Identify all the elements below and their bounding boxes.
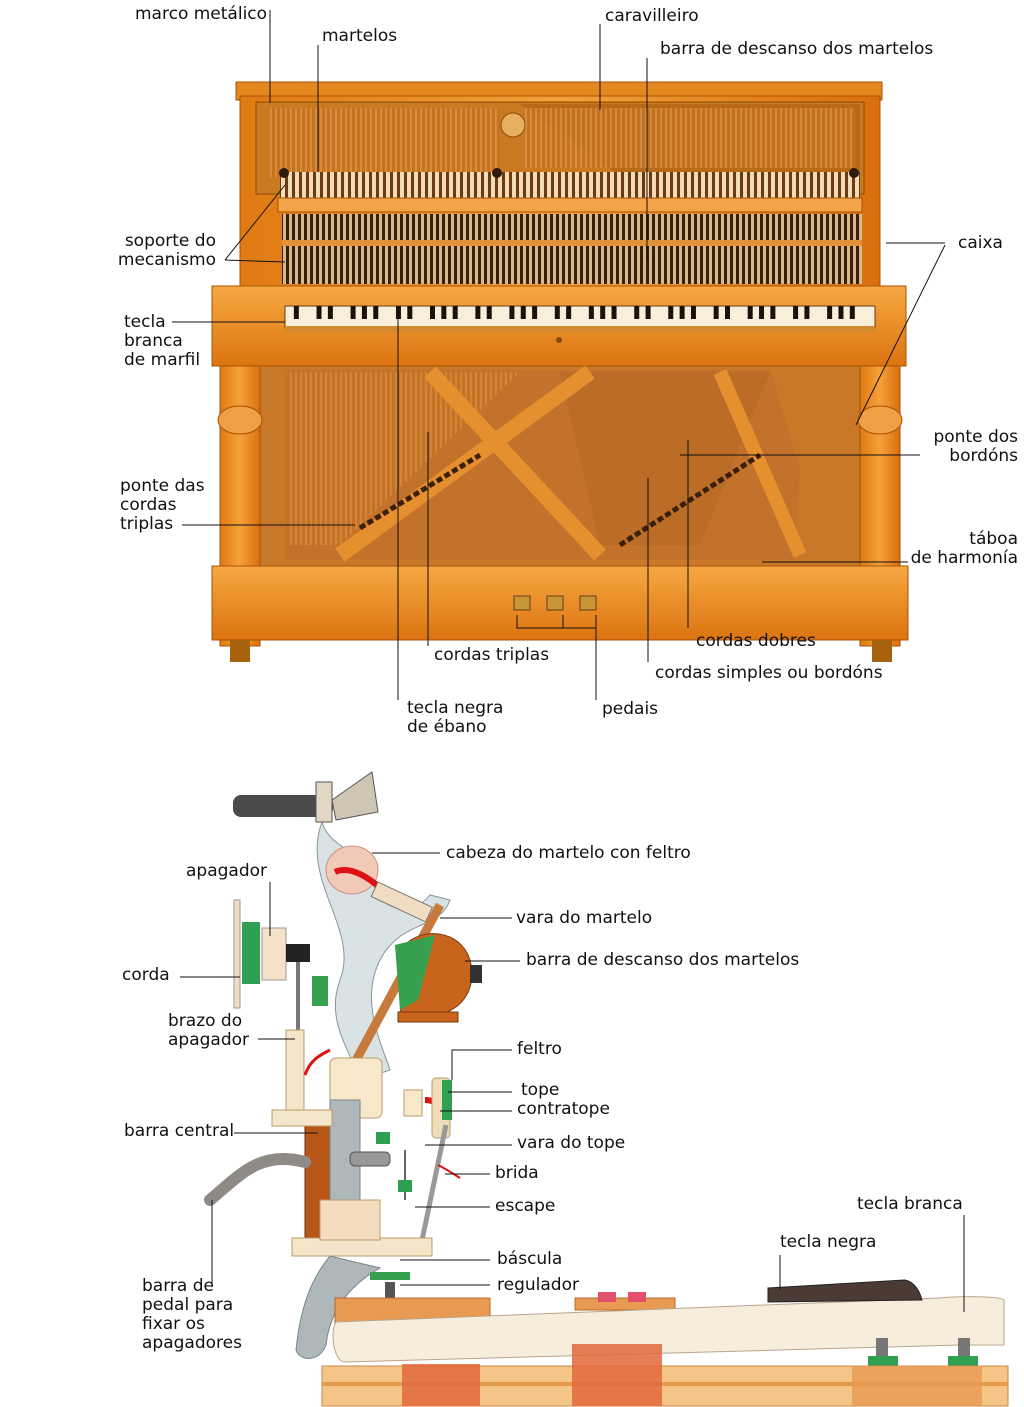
label-ponte-bordons-l2: bordóns: [949, 446, 1018, 466]
label-apagador: apagador: [186, 861, 268, 881]
treble-bridge: [358, 452, 482, 531]
hammer-rest-rail: [277, 197, 863, 213]
label-vara-tope: vara do tope: [517, 1133, 626, 1153]
label-cordas-dobres: cordas dobres: [696, 631, 816, 651]
label-tecla-negra-mech: tecla negra: [780, 1232, 877, 1252]
label-ponte-triplas-l1: ponte das: [120, 476, 205, 496]
key-lever: [332, 1296, 1005, 1363]
pedals: [513, 595, 597, 611]
label-soporte-l2: mecanismo: [117, 250, 216, 270]
label-pedal-l4: apagadores: [142, 1333, 242, 1353]
label-tecla-negra-l2: de ébano: [407, 717, 487, 737]
label-cordas-triplas: cordas triplas: [434, 645, 550, 665]
label-vara-martelo: vara do martelo: [516, 908, 653, 928]
label-taboa-l2: de harmonía: [910, 548, 1018, 568]
label-soporte-l1: soporte do: [124, 231, 216, 251]
label-barra-descanso-top: barra de descanso dos martelos: [660, 39, 934, 59]
label-barra-descanso-mech: barra de descanso dos martelos: [526, 950, 800, 970]
label-tecla-branca-l1: tecla: [124, 312, 166, 332]
label-tope: tope: [521, 1080, 560, 1100]
label-brida: brida: [495, 1163, 539, 1183]
label-martelos: martelos: [322, 26, 398, 46]
label-pedal-l2: pedal para: [142, 1295, 234, 1315]
label-corda: corda: [122, 965, 170, 985]
label-cabeza-martelo: cabeza do martelo con feltro: [446, 843, 691, 863]
label-brazo-l2: apagador: [168, 1030, 250, 1050]
label-feltro: feltro: [517, 1039, 562, 1059]
label-tecla-branca-mech: tecla branca: [857, 1194, 963, 1214]
label-pedal-l1: barra de: [142, 1276, 214, 1296]
mechanism-leader-lines: [180, 852, 965, 1312]
label-escape: escape: [495, 1196, 556, 1216]
mechanism-illustration: [204, 771, 1009, 1407]
bass-bridge: [618, 452, 762, 548]
label-tecla-branca-l2: branca: [124, 331, 183, 351]
label-barra-central: barra central: [124, 1121, 235, 1141]
label-ponte-bordons-l1: ponte dos: [933, 427, 1018, 447]
label-tecla-negra-l1: tecla negra: [407, 698, 504, 718]
label-brazo-l1: brazo do: [168, 1011, 243, 1031]
hammers-row: [280, 172, 860, 198]
label-caixa: caixa: [958, 233, 1003, 253]
label-bascula: báscula: [497, 1249, 563, 1269]
label-pedais: pedais: [602, 699, 659, 719]
label-regulador: regulador: [497, 1275, 579, 1295]
label-cordas-simples: cordas simples ou bordóns: [655, 663, 883, 683]
label-ponte-triplas-l2: cordas: [120, 495, 177, 515]
piano-leader-lines: [172, 10, 946, 700]
label-pedal-l3: fixar os: [142, 1314, 205, 1334]
label-taboa-l1: táboa: [969, 529, 1018, 549]
label-marco-metalico: marco metálico: [135, 4, 268, 24]
label-ponte-triplas-l3: triplas: [120, 514, 174, 534]
label-caravilleiro: caravilleiro: [605, 6, 699, 26]
action-mechanism: [282, 214, 862, 284]
label-contratope: contratope: [517, 1099, 610, 1119]
label-tecla-branca-l3: de marfil: [124, 350, 201, 370]
